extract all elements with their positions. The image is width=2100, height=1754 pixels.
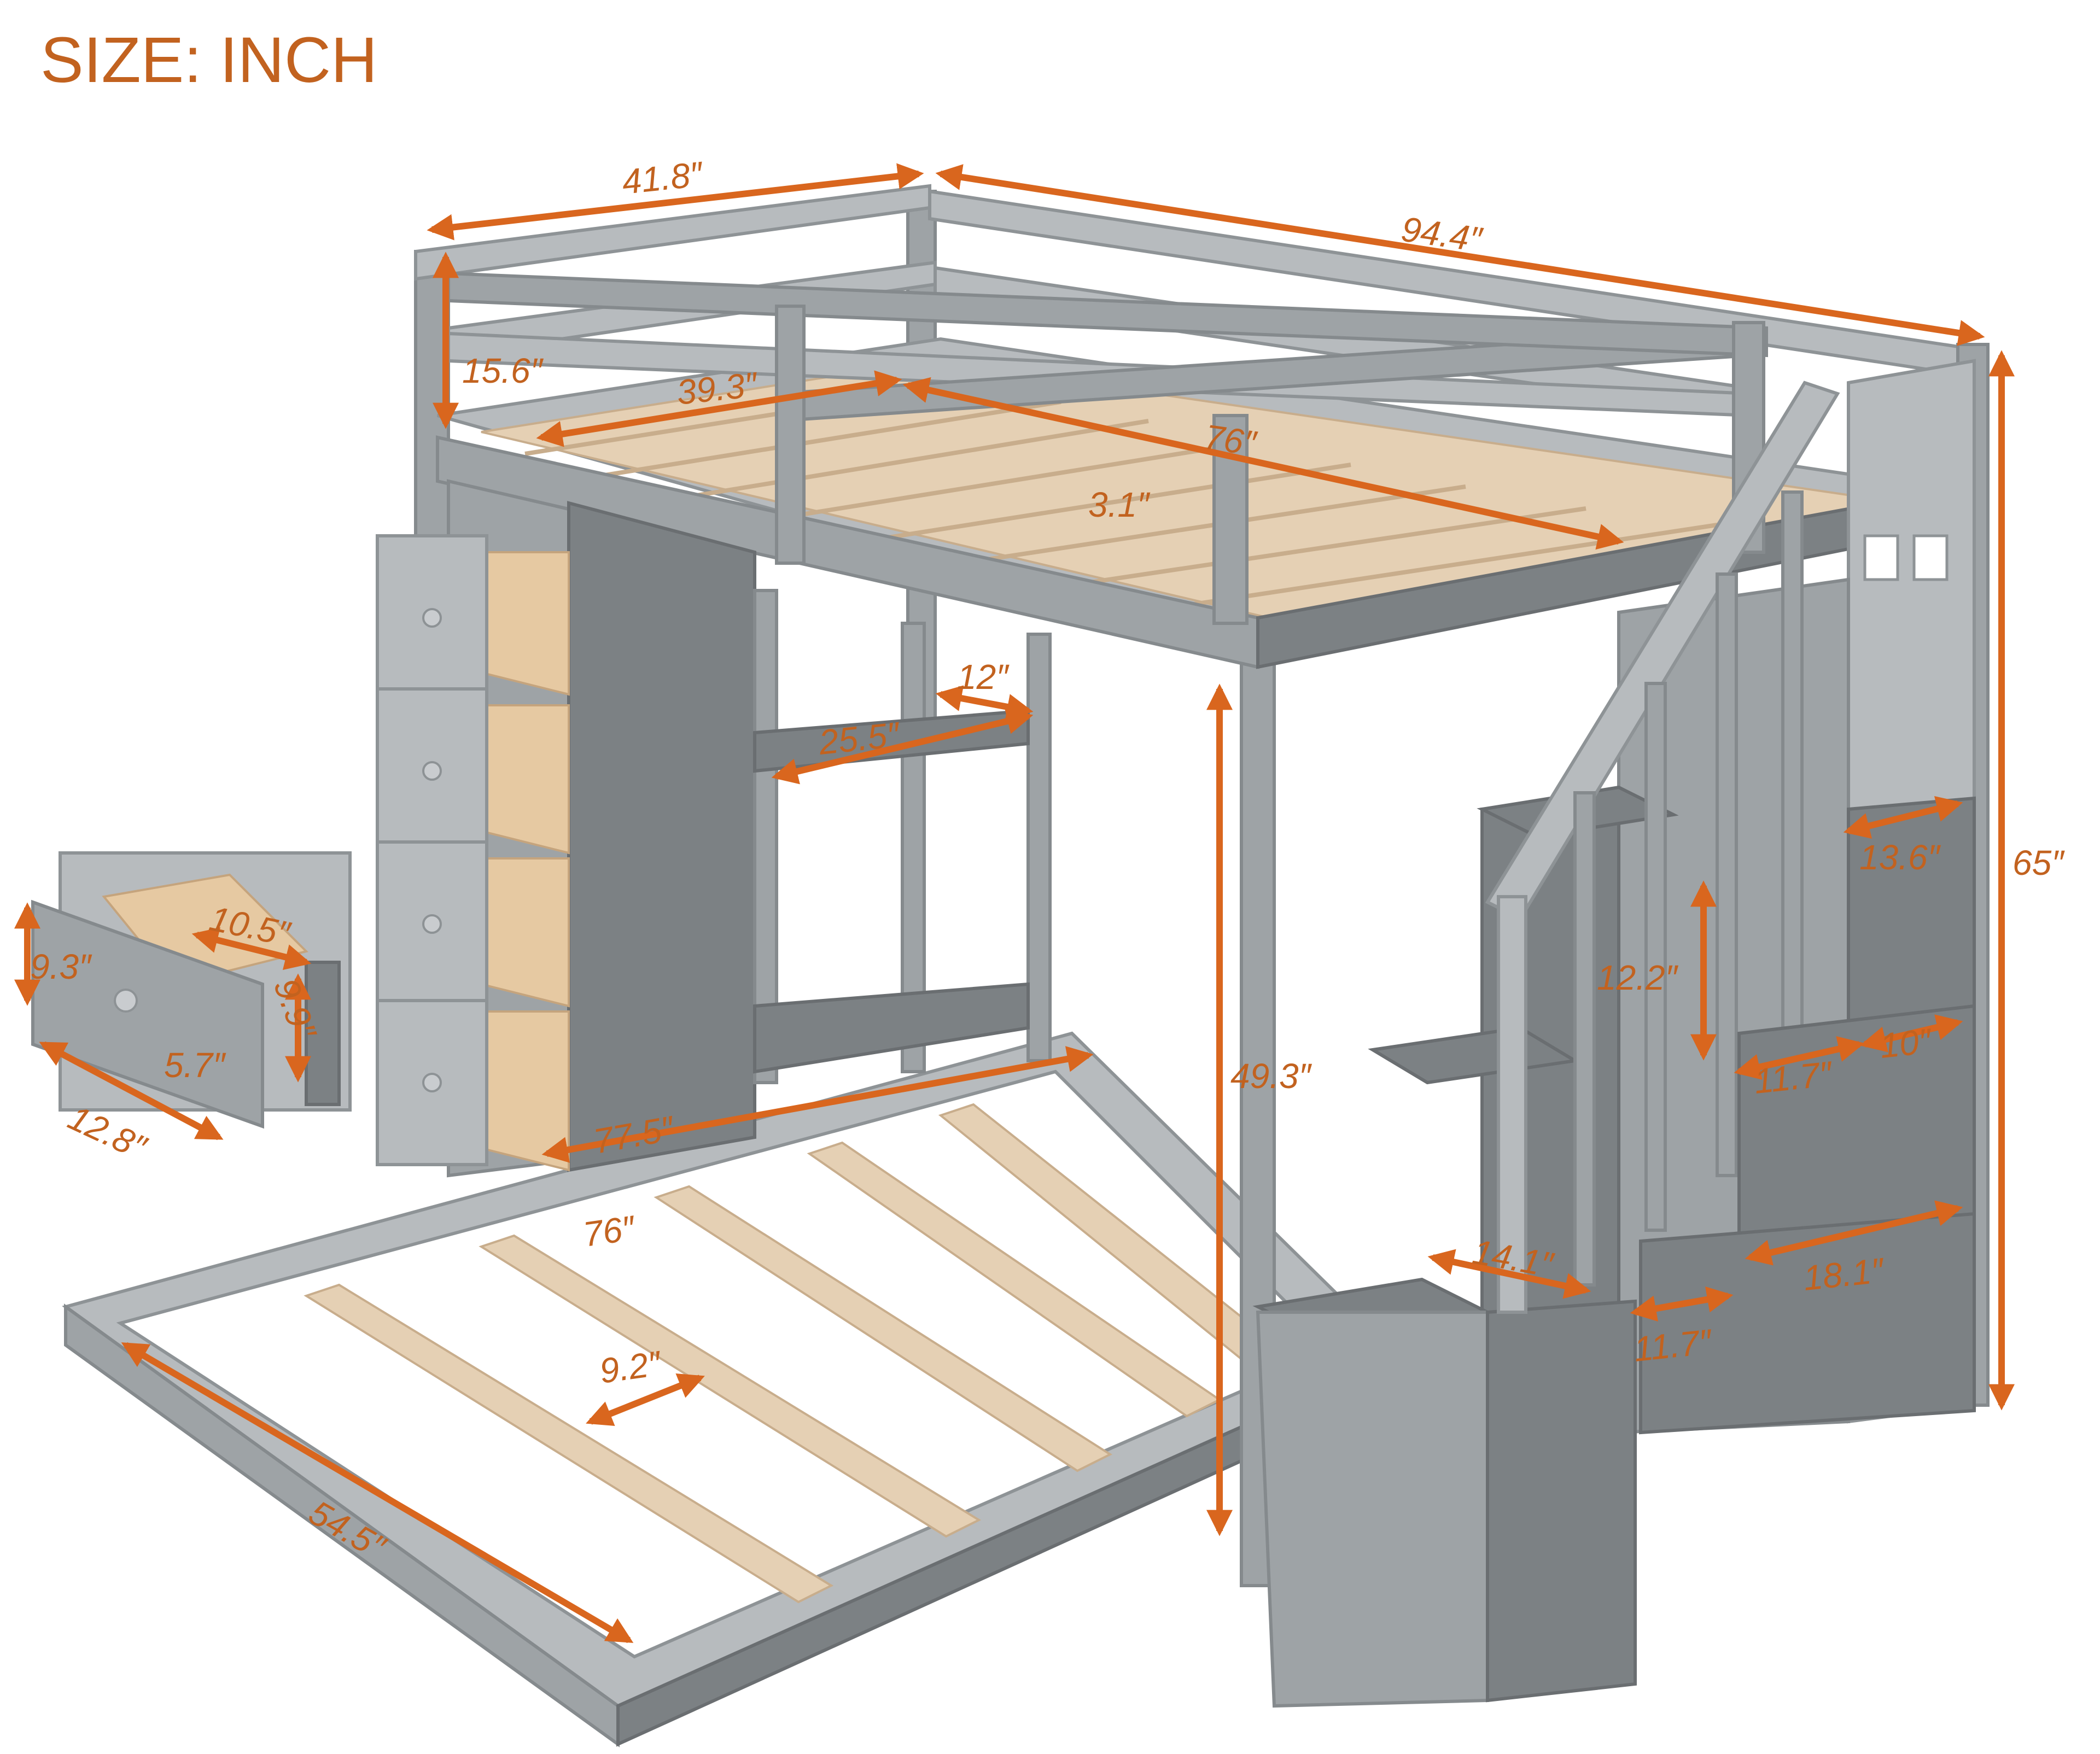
label-stair-step-height: 12.2″: [1597, 958, 1679, 997]
label-stair-bottom-b: 18.1″: [1801, 1250, 1887, 1298]
label-inner-width: 39.3″: [675, 365, 760, 412]
label-stair-shelf-a: 11.7″: [1752, 1054, 1835, 1101]
label-lower-slat-gap: 9.2″: [597, 1343, 664, 1391]
drawer-tower: [376, 479, 756, 1178]
arrow-stair-shelf-b: [1859, 1014, 1963, 1053]
arrow-stair-bottom-b: [1745, 1200, 1963, 1266]
arrow-stair-shelf-a: [1734, 1036, 1865, 1080]
label-top-width: 41.8″: [620, 154, 705, 202]
drawer-1: [376, 534, 570, 701]
label-drawer-height: 9.3″: [30, 947, 92, 986]
arrow-inner-length: [902, 377, 1624, 550]
label-inner-length: 76″: [1202, 417, 1259, 464]
arrow-lower-width: [121, 1342, 634, 1644]
label-shelf-depth: 12″: [957, 657, 1010, 697]
label-overall-height: 65″: [2012, 843, 2065, 882]
label-stair-side-depth: 13.6″: [1859, 838, 1941, 877]
arrow-stair-bottom-a: [1630, 1287, 1734, 1322]
drawer-2: [376, 687, 570, 855]
label-rail-height: 15.6″: [462, 351, 544, 390]
label-stair-bottom-a: 11.7″: [1632, 1322, 1715, 1369]
arrow-top-length: [935, 164, 1985, 346]
arrow-stair-side-depth: [1843, 796, 1963, 839]
dimension-arrows: [14, 163, 2015, 1644]
arrow-shelf-width: [771, 708, 1034, 785]
arrow-drawer-depth: [191, 927, 312, 970]
size-unit-title: SIZE: INCH: [40, 24, 377, 96]
arrow-inner-width: [536, 370, 902, 447]
label-stair-shelf-b: 10″: [1878, 1021, 1934, 1066]
label-under-clearance: 49.3″: [1230, 1056, 1312, 1096]
drawer-3: [376, 840, 570, 1008]
label-shelf-width: 25.5″: [816, 715, 902, 762]
label-lower-inner-length: 76″: [581, 1208, 638, 1254]
arrow-top-width: [427, 163, 924, 241]
arrow-drawer-width: [39, 1041, 224, 1141]
label-top-length: 94.4″: [1399, 209, 1485, 260]
arrow-stair-tread: [1427, 1249, 1591, 1299]
arrow-lower-length-side: [541, 1046, 1094, 1163]
label-slat-gap-top: 3.1″: [1088, 485, 1151, 524]
label-drawer-face: 5.7″: [164, 1045, 226, 1085]
drawer-4: [376, 999, 570, 1172]
arrow-shelf-depth: [935, 685, 1034, 720]
